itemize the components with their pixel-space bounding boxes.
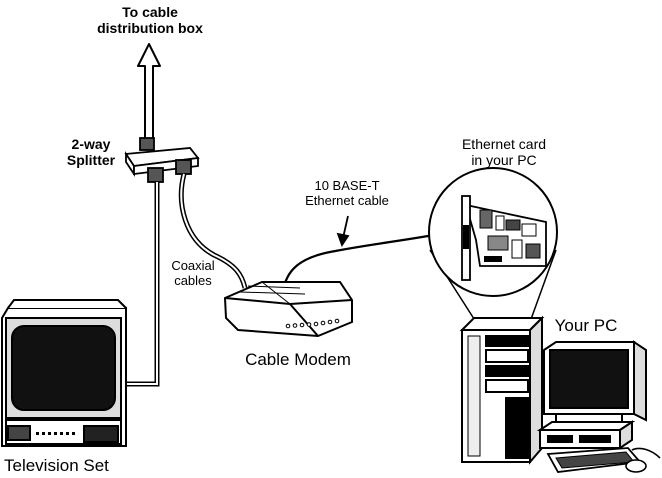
- ethernet-card-label: Ethernet card in your PC: [440, 136, 568, 168]
- ethernet-cable-label-line2: Ethernet cable: [305, 193, 389, 208]
- coaxial-cable-to-modem: [178, 173, 248, 289]
- ethernet-cable-label: 10 BASE-T Ethernet cable: [292, 178, 402, 208]
- coaxial-cable-to-tv: [124, 182, 160, 387]
- pc-keyboard: [546, 447, 642, 473]
- arrow-to-distribution-box: [137, 43, 161, 141]
- cable-modem-label: Cable Modem: [245, 350, 351, 369]
- pc-monitor: [543, 340, 647, 425]
- splitter-label: 2-way Splitter: [60, 136, 122, 168]
- tv-buttons: [36, 432, 75, 435]
- destination-label: To cable distribution box: [80, 4, 220, 36]
- pc-tower: [459, 315, 545, 465]
- cable-modem-device: [223, 281, 353, 338]
- television-set: [1, 299, 127, 447]
- splitter-label-line1: 2-way: [71, 136, 111, 152]
- pc-mouse: [625, 447, 661, 473]
- destination-label-line2: distribution box: [97, 20, 203, 36]
- ethernet-label-pointer: [336, 215, 350, 247]
- coaxial-label-line1: Coaxial: [171, 258, 215, 273]
- modem-status-lights: [285, 318, 340, 329]
- ethernet-card-label-line2: in your PC: [471, 152, 537, 168]
- your-pc-label: Your PC: [554, 316, 618, 335]
- ethernet-cable-label-line1: 10 BASE-T: [314, 178, 380, 193]
- pc-desktop-unit: [536, 420, 636, 450]
- ethernet-card: [428, 167, 558, 297]
- splitter-label-line2: Splitter: [66, 152, 116, 168]
- splitter-device: [124, 137, 200, 183]
- coaxial-label-line2: cables: [174, 273, 212, 288]
- coaxial-cables-label: Coaxial cables: [160, 258, 226, 288]
- television-set-label: Television Set: [4, 456, 109, 475]
- destination-label-line1: To cable: [122, 4, 178, 20]
- ethernet-card-label-line1: Ethernet card: [461, 136, 547, 152]
